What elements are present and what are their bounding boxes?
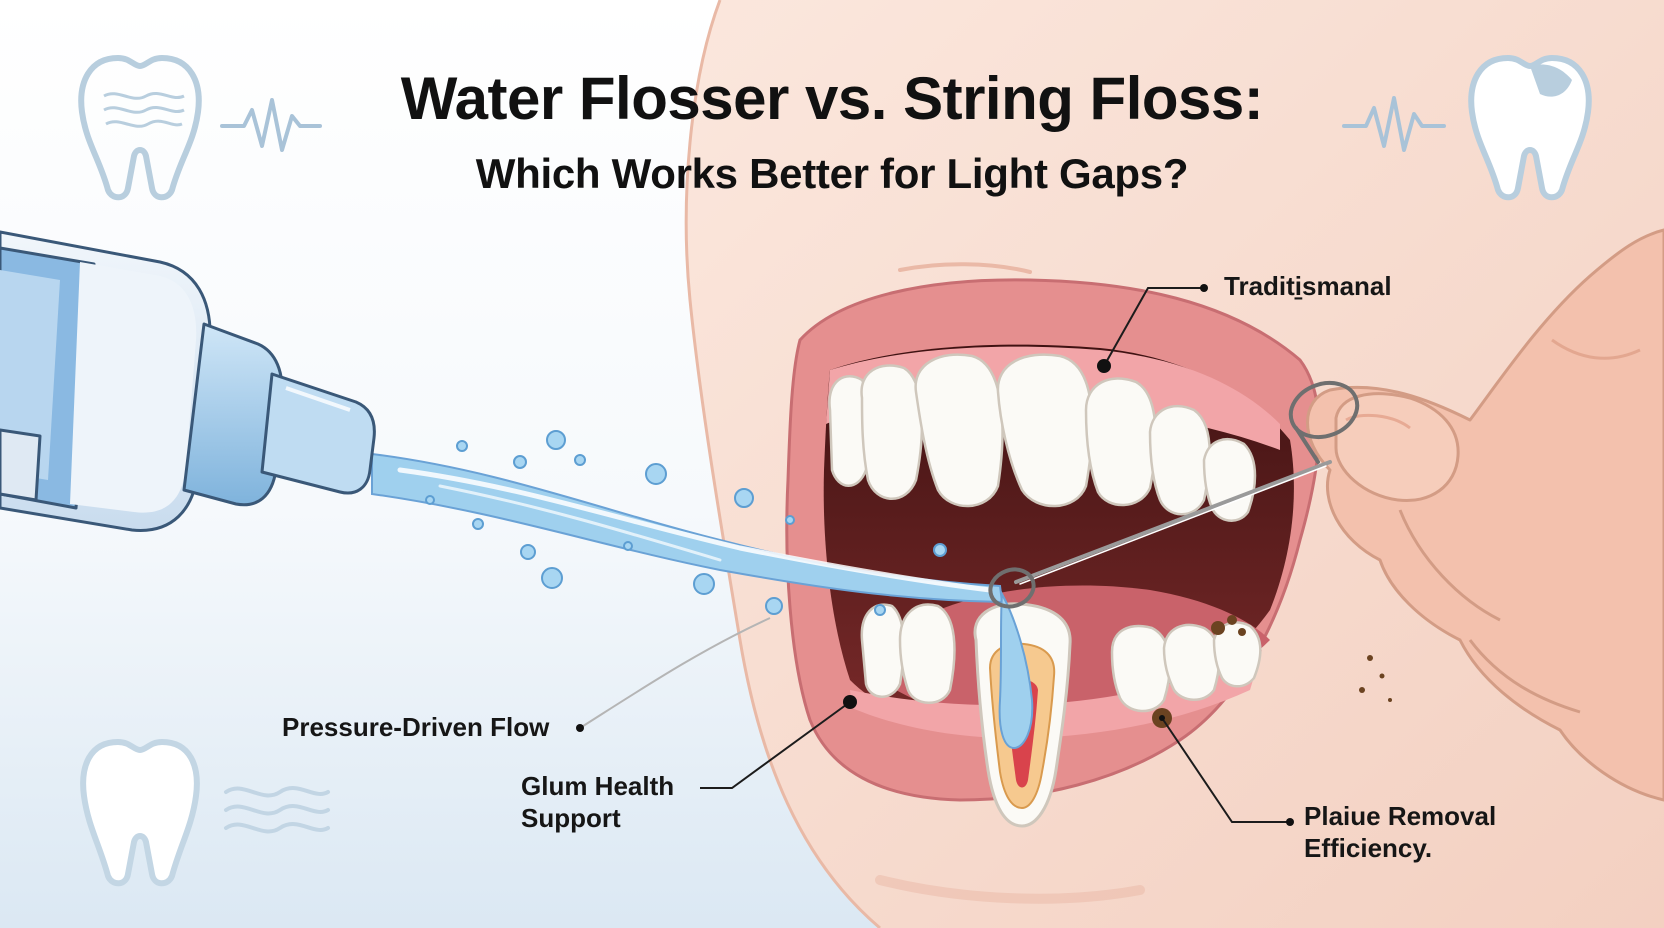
callout-plaque-removal-line2: Efficiency. <box>1304 833 1433 863</box>
tooth-outline-icon <box>80 739 200 887</box>
floss-pick-icon <box>988 380 1360 609</box>
tooth-outline-icon <box>78 55 202 201</box>
plaque-deposits <box>1152 615 1392 728</box>
callout-dots <box>576 284 1294 826</box>
water-flosser-device <box>0 230 376 532</box>
heartbeat-wave-icon <box>1342 96 1446 152</box>
heartbeat-wave-icon <box>220 98 322 152</box>
lower-teeth <box>860 603 1262 713</box>
callout-gum-health-line1: Glum Health <box>521 771 675 801</box>
water-droplets <box>425 430 947 616</box>
tooth-outline-icon <box>1468 55 1592 201</box>
callout-leaders <box>579 287 1290 823</box>
callout-gum-health: Glum Health Support <box>521 770 701 834</box>
nose-shadow <box>898 262 1032 274</box>
water-wave-icon <box>224 786 330 834</box>
page-subtitle: Which Works Better for Light Gaps? <box>475 150 1189 197</box>
page-title: Water Flosser vs. String Floss: <box>400 65 1264 132</box>
callout-plaque-removal-line1: Plaiue Removal <box>1304 801 1497 831</box>
callout-traditional: Traditi̱smanal <box>1224 271 1392 301</box>
callout-pressure-flow: Pressure-Driven Flow <box>282 712 550 742</box>
hand <box>1306 228 1664 802</box>
chin-shadow <box>875 875 1145 904</box>
face-contour <box>684 0 881 928</box>
callout-plaque-removal: Plaiue Removal Efficiency. <box>1304 800 1534 864</box>
callout-gum-health-line2: Support <box>521 803 621 833</box>
upper-teeth <box>828 353 1257 522</box>
water-jet <box>371 452 1034 750</box>
